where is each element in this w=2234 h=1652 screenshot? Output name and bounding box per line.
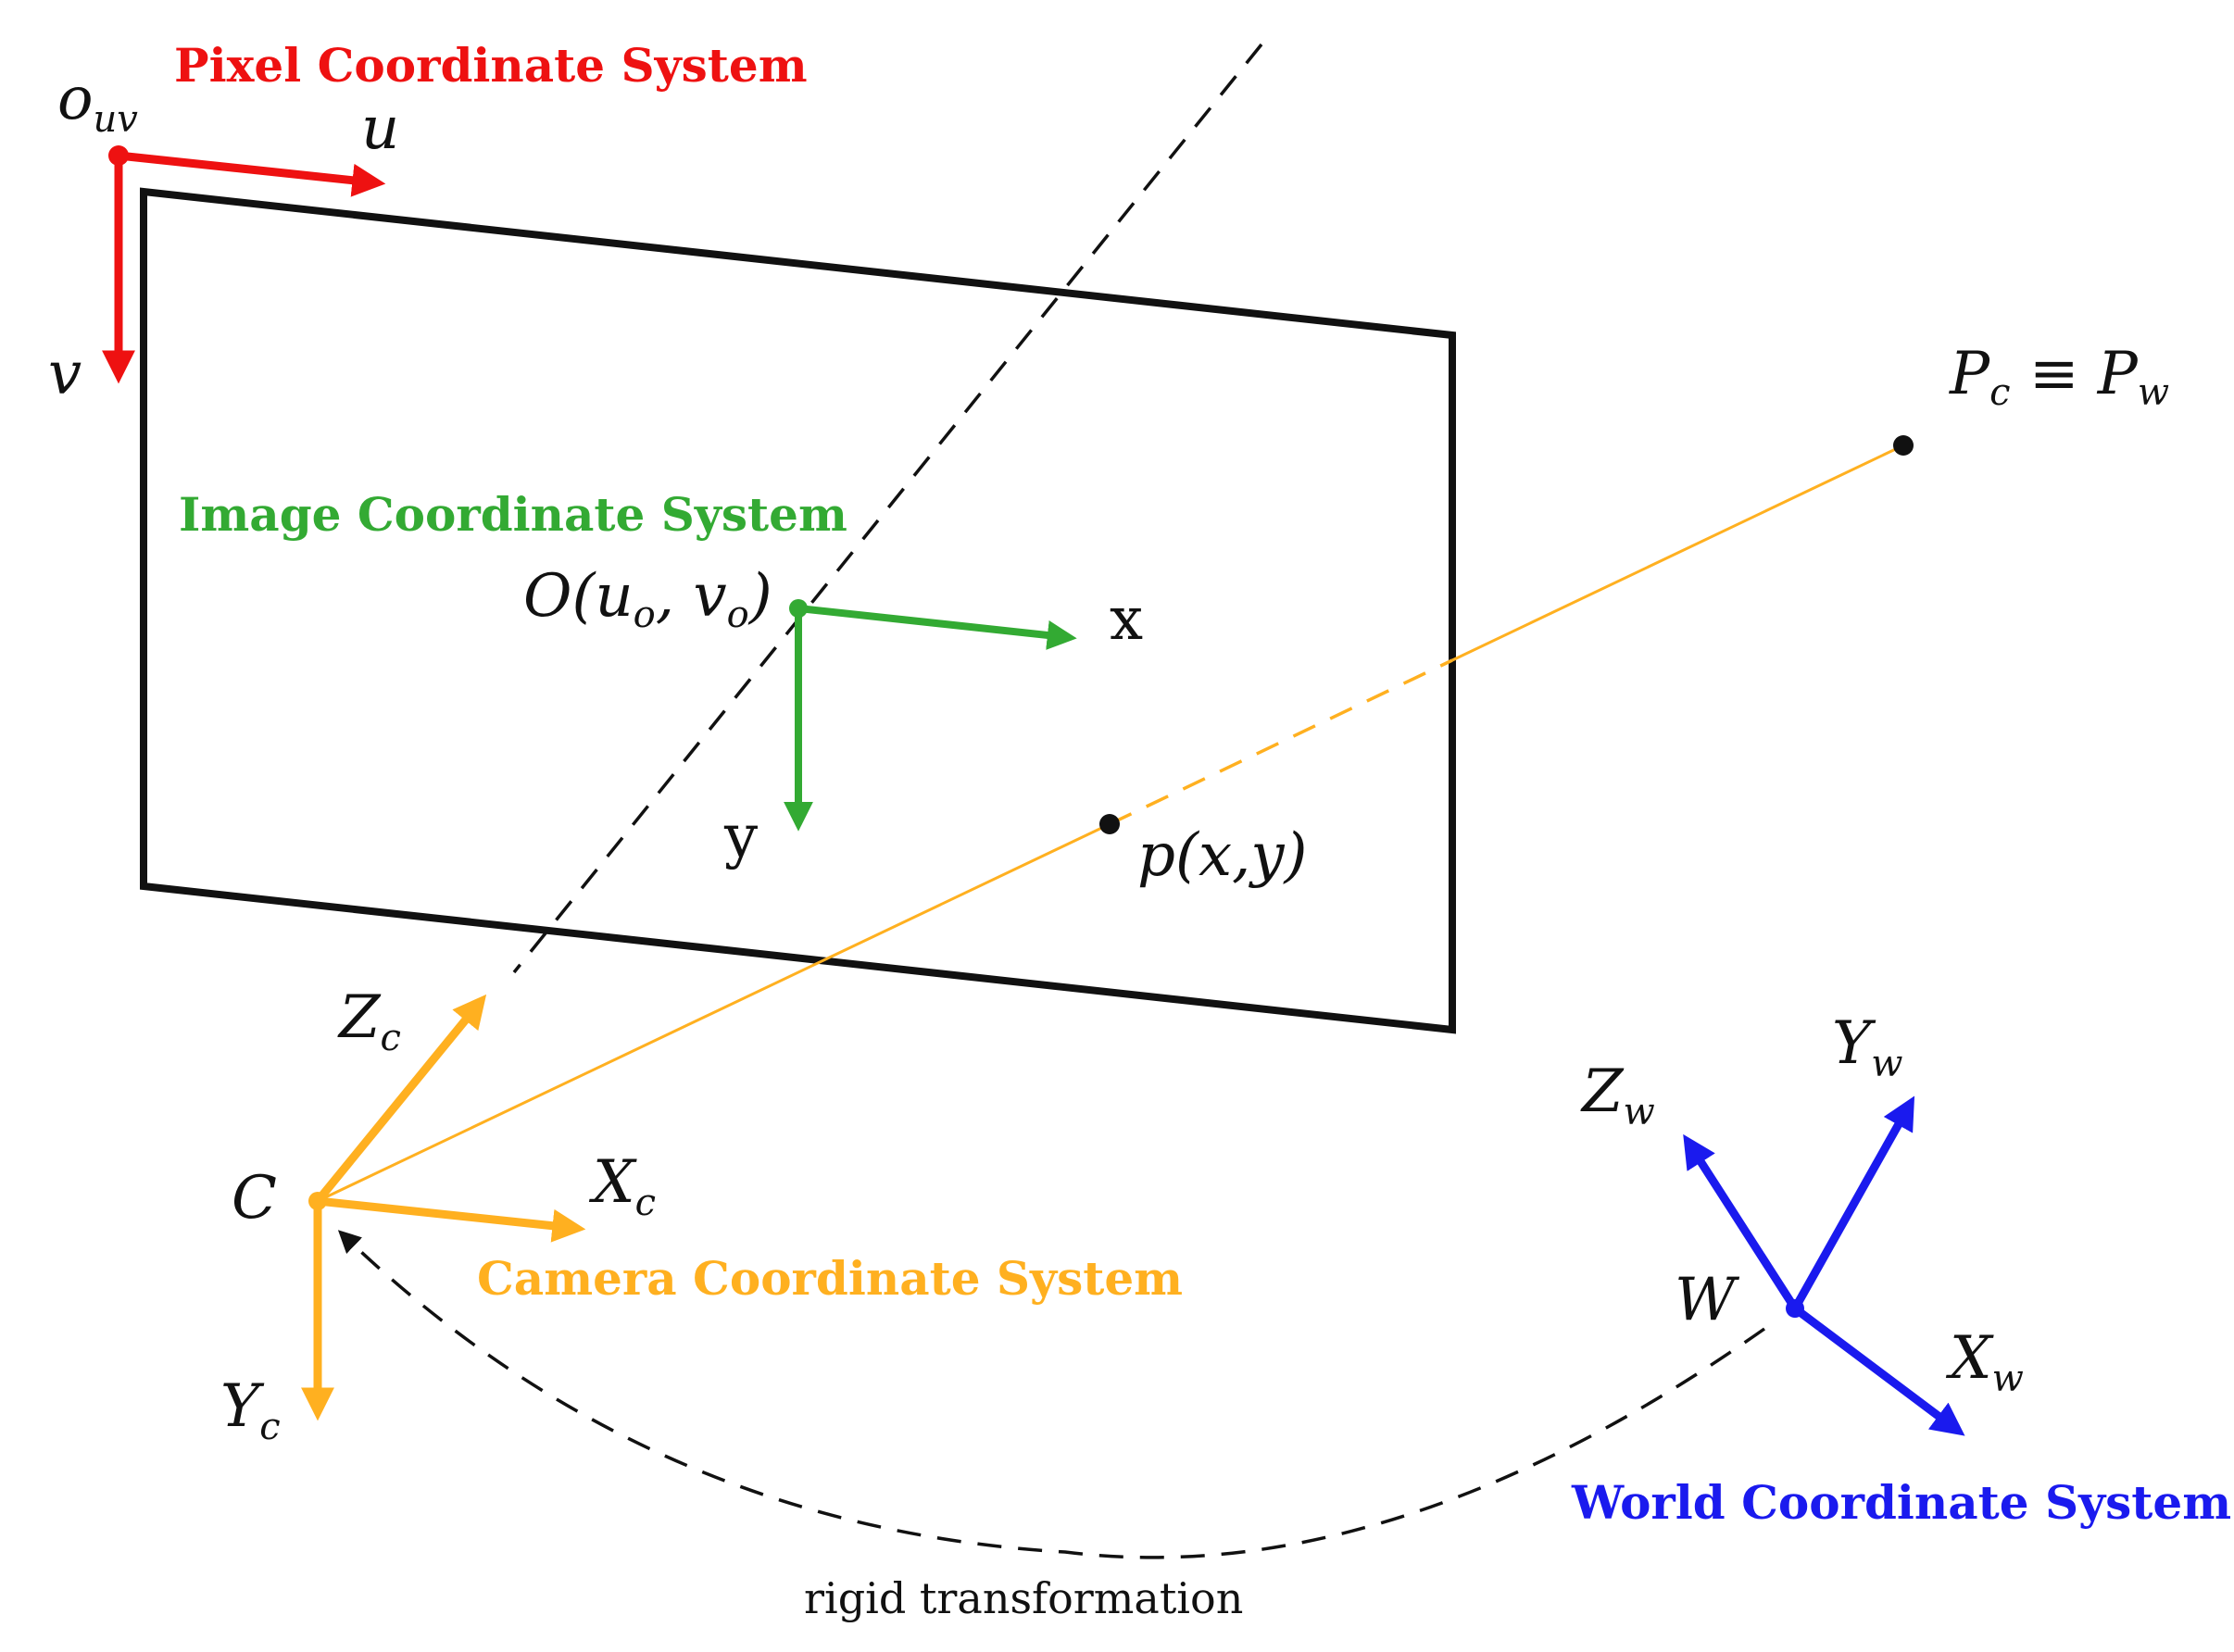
image-x-axis	[797, 605, 1077, 650]
pixel-u-label: u	[361, 94, 399, 163]
optical-axis	[512, 43, 1263, 974]
world-origin-dot	[1786, 1299, 1804, 1318]
image-x-label: x	[1110, 585, 1143, 654]
world-x-axis	[1792, 1305, 1965, 1436]
image-point-dot	[1099, 814, 1120, 834]
rigid-transformation-label: rigid transformation	[804, 1573, 1243, 1623]
pixel-u-axis	[118, 151, 386, 197]
image-origin-label: O(uo, vo)	[523, 562, 772, 636]
pixel-origin-label: ouv	[57, 65, 138, 141]
world-z-label: Zw	[1580, 1058, 1655, 1133]
pixel-origin-dot	[108, 145, 129, 166]
camera-x-label: Xc	[588, 1148, 656, 1224]
camera-z-label: Zc	[337, 983, 401, 1059]
world-z-axis	[1683, 1133, 1799, 1311]
world-system-title: World Coordinate System	[1571, 1475, 2231, 1530]
pixel-v-label: v	[48, 340, 82, 408]
camera-origin-label: C	[232, 1164, 277, 1233]
camera-z-axis	[314, 994, 487, 1204]
image-system-title: Image Coordinate System	[179, 487, 847, 542]
world-x-label: Xw	[1945, 1324, 2024, 1400]
camera-y-label: Yc	[220, 1372, 281, 1448]
camera-x-axis	[317, 1196, 586, 1243]
pixel-system-title: Pixel Coordinate System	[174, 38, 808, 93]
image-origin-dot	[789, 599, 808, 618]
image-point-label: p(x,y)	[1137, 821, 1308, 890]
camera-system-title: Camera Coordinate System	[477, 1251, 1183, 1306]
image-y-label: y	[723, 803, 758, 871]
projection-ray-front	[317, 822, 1111, 1203]
world-y-axis	[1791, 1095, 1915, 1311]
projection-ray-back	[1451, 444, 1904, 662]
camera-origin-dot	[308, 1192, 327, 1210]
world-point-dot	[1893, 435, 1914, 456]
world-origin-label: W	[1675, 1266, 1740, 1334]
projection-ray-hidden	[1109, 658, 1453, 826]
world-y-label: Yw	[1832, 1009, 1903, 1085]
image-plane	[140, 187, 1456, 1034]
world-point-label: Pc ≡ Pw	[1949, 340, 2169, 414]
rigid-transformation-arrow	[337, 1230, 1766, 1559]
